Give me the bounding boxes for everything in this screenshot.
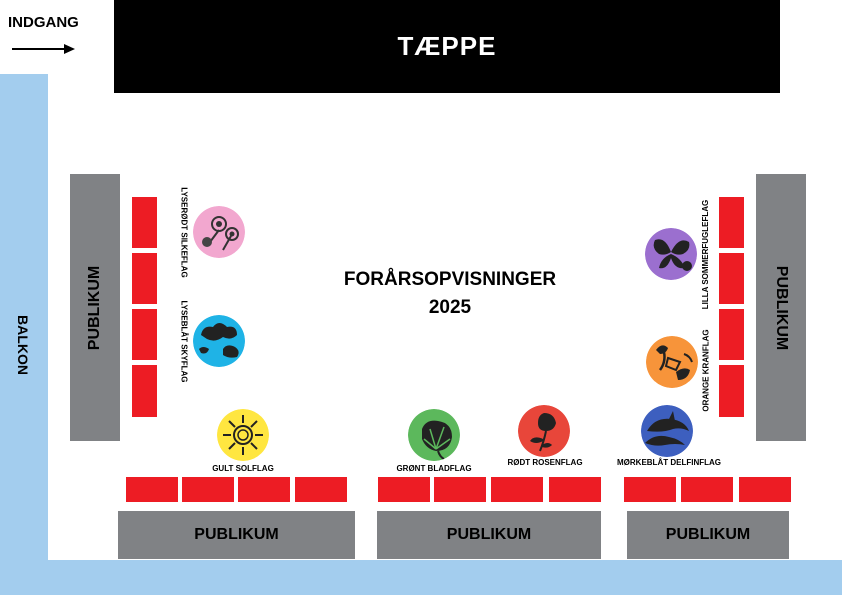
- show-title-line1: FORÅRSOPVISNINGER: [343, 269, 557, 290]
- flag-pink-silk: [193, 206, 245, 258]
- seat: [126, 477, 178, 502]
- audience-bottom-left: PUBLIKUM: [118, 511, 355, 559]
- lollipop-icon: [193, 206, 245, 258]
- arrow-right-icon: [12, 44, 75, 54]
- flag-pink-silk-label: LYSERØDT SILKEFLAG: [179, 186, 189, 278]
- flag-red-rose-label: RØDT ROSENFLAG: [507, 458, 583, 467]
- seat: [378, 477, 430, 502]
- rose-icon: [518, 405, 570, 457]
- flag-darkblue-dolphin: [641, 405, 693, 457]
- seat: [132, 253, 157, 304]
- seat: [719, 197, 744, 248]
- balcony-label: BALKON: [15, 315, 32, 375]
- seat: [132, 365, 157, 417]
- seat: [434, 477, 486, 502]
- seat: [719, 253, 744, 304]
- butterfly-icon: [645, 228, 697, 280]
- entrance-label: INDGANG: [8, 14, 79, 31]
- curtain: TÆPPE: [114, 0, 780, 93]
- dolphin-icon: [641, 405, 693, 457]
- curtain-label: TÆPPE: [397, 31, 497, 61]
- leaf-icon: [408, 409, 460, 461]
- seat: [549, 477, 601, 502]
- audience-bottom-right: PUBLIKUM: [627, 511, 789, 559]
- seat: [132, 309, 157, 360]
- seat: [624, 477, 676, 502]
- flag-orange-crane: [646, 336, 698, 388]
- flag-purple-butterfly: [645, 228, 697, 280]
- audience-right: PUBLIKUM: [756, 174, 806, 441]
- crane-icon: [646, 336, 698, 388]
- seat: [491, 477, 543, 502]
- audience-left: PUBLIKUM: [70, 174, 120, 441]
- seat: [681, 477, 733, 502]
- seat: [719, 309, 744, 360]
- seat: [132, 197, 157, 248]
- seat: [295, 477, 347, 502]
- show-title: FORÅRSOPVISNINGER 2025: [300, 266, 600, 322]
- show-title-year: 2025: [428, 297, 472, 318]
- flag-lightblue-sky: [193, 315, 245, 367]
- seat: [739, 477, 791, 502]
- seat: [182, 477, 234, 502]
- flag-lightblue-sky-label: LYSEBLÅT SKYFLAG: [179, 300, 189, 382]
- sun-icon: [217, 409, 269, 461]
- flag-darkblue-dolphin-label: MØRKEBLÅT DELFINFLAG: [617, 458, 721, 467]
- flag-purple-butterfly-label: LILLA SOMMERFUGLEFLAG: [701, 199, 711, 309]
- balcony-left: [0, 74, 48, 595]
- audience-bottom-center: PUBLIKUM: [377, 511, 601, 559]
- flag-green-leaf-label: GRØNT BLADFLAG: [396, 464, 472, 473]
- flag-orange-crane-label: ORANGE KRANFLAG: [701, 328, 711, 412]
- seat: [238, 477, 290, 502]
- flag-yellow-sun: [217, 409, 269, 461]
- flag-yellow-sun-label: GULT SOLFLAG: [212, 464, 274, 473]
- cloud-icon: [193, 315, 245, 367]
- flag-red-rose: [518, 405, 570, 457]
- flag-green-leaf: [408, 409, 460, 461]
- balcony-bottom: [0, 560, 842, 595]
- seat: [719, 365, 744, 417]
